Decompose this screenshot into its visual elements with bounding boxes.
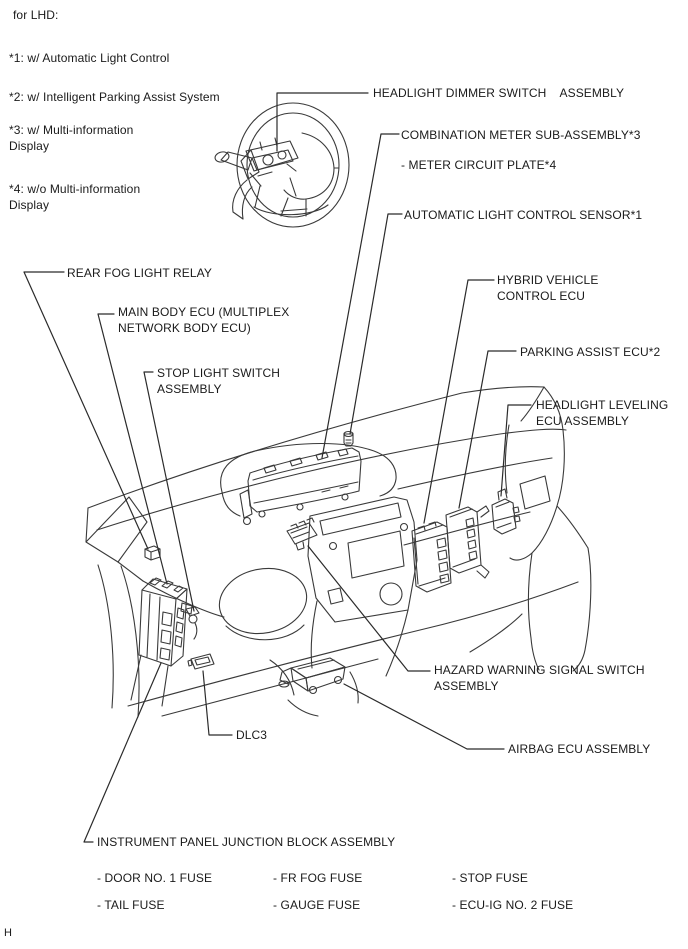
label-light-sensor: AUTOMATIC LIGHT CONTROL SENSOR*1 bbox=[404, 208, 643, 222]
leader-dlc3 bbox=[202, 670, 233, 736]
label-stop-light-switch: STOP LIGHT SWITCH ASSEMBLY bbox=[157, 366, 281, 396]
dashboard-illustration bbox=[85, 386, 592, 718]
label-dlc3: DLC3 bbox=[236, 728, 268, 742]
label-fuse-gauge: - GAUGE FUSE bbox=[273, 898, 361, 912]
steering-wheel-illustration bbox=[214, 102, 350, 228]
hazard-switch-illustration bbox=[286, 517, 318, 551]
leader-combination-meter bbox=[321, 133, 400, 459]
combination-meter-illustration bbox=[239, 447, 362, 526]
label-fuse-ecu-ig: - ECU-IG NO. 2 FUSE bbox=[452, 898, 574, 912]
label-junction-block: INSTRUMENT PANEL JUNCTION BLOCK ASSEMBLY bbox=[97, 835, 396, 849]
label-rear-fog-relay: REAR FOG LIGHT RELAY bbox=[67, 266, 212, 280]
leader-light-sensor bbox=[349, 213, 403, 435]
leader-leveling-ecu bbox=[500, 404, 532, 497]
footnote-1: *1: w/ Automatic Light Control bbox=[9, 51, 170, 65]
label-hazard-switch: HAZARD WARNING SIGNAL SWITCH ASSEMBLY bbox=[434, 663, 645, 693]
stop-light-switch-illustration bbox=[185, 606, 200, 640]
leader-airbag-ecu bbox=[343, 683, 505, 750]
leader-headlight-dimmer-switch bbox=[276, 92, 369, 152]
leader-rear-fog-relay bbox=[23, 271, 149, 550]
leader-lines bbox=[23, 92, 532, 843]
footnote-4: *4: w/o Multi-information Display bbox=[9, 182, 141, 212]
leader-main-body-ecu bbox=[97, 313, 168, 585]
label-fuse-tail: - TAIL FUSE bbox=[97, 898, 165, 912]
hybrid-ecu-illustration bbox=[411, 521, 452, 593]
leader-hazard-switch bbox=[307, 545, 431, 672]
label-combination-meter: COMBINATION METER SUB-ASSEMBLY*3 bbox=[401, 128, 641, 142]
label-parking-assist-ecu: PARKING ASSIST ECU*2 bbox=[520, 345, 661, 359]
label-airbag-ecu: AIRBAG ECU ASSEMBLY bbox=[508, 742, 651, 756]
label-fuse-fr-fog: - FR FOG FUSE bbox=[273, 871, 363, 885]
leveling-ecu-illustration bbox=[491, 488, 521, 535]
footnote-3: *3: w/ Multi-information Display bbox=[9, 123, 134, 153]
footnote-2: *2: w/ Intelligent Parking Assist System bbox=[9, 90, 220, 104]
leader-hybrid-ecu bbox=[423, 279, 495, 524]
parking-assist-ecu-illustration bbox=[445, 505, 490, 579]
leader-junction-block bbox=[83, 662, 162, 843]
label-hybrid-ecu: HYBRID VEHICLE CONTROL ECU bbox=[497, 273, 599, 303]
label-leveling-ecu: HEADLIGHT LEVELING ECU ASSEMBLY bbox=[536, 398, 669, 428]
center-stack-illustration bbox=[307, 496, 418, 677]
label-headlight-dimmer-switch: HEADLIGHT DIMMER SWITCH ASSEMBLY bbox=[373, 86, 625, 100]
light-sensor-illustration bbox=[343, 430, 354, 447]
label-main-body-ecu: MAIN BODY ECU (MULTIPLEX NETWORK BODY EC… bbox=[118, 305, 290, 335]
label-fuse-door-no1: - DOOR NO. 1 FUSE bbox=[97, 871, 213, 885]
page-marker: H bbox=[4, 927, 13, 939]
label-fuse-stop: - STOP FUSE bbox=[452, 871, 529, 885]
label-meter-circuit-plate: - METER CIRCUIT PLATE*4 bbox=[401, 158, 557, 172]
dlc3-illustration bbox=[187, 653, 215, 670]
variant-title: for LHD: bbox=[13, 8, 59, 22]
leader-parking-assist-ecu bbox=[458, 350, 517, 509]
leader-stop-light-switch bbox=[143, 371, 195, 612]
junction-block-illustration bbox=[130, 577, 193, 707]
